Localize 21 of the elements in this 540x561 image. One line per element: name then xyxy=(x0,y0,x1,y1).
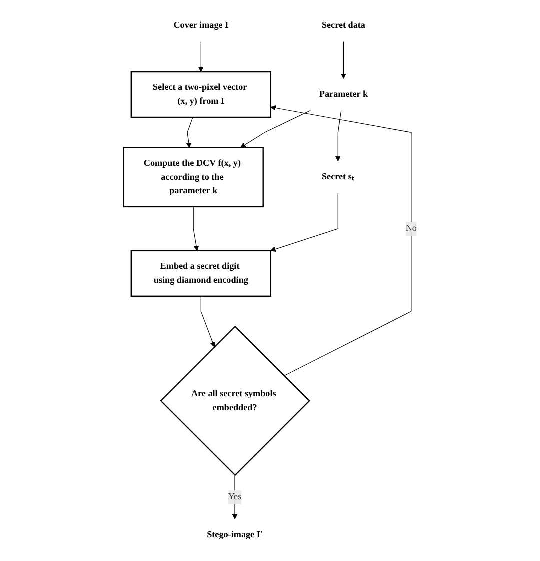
arrow xyxy=(240,110,310,148)
arrow xyxy=(198,41,204,72)
node-box: Embed a secret digit using diamond encoding xyxy=(130,250,272,298)
node-text: Secret sₜ xyxy=(322,172,354,182)
node-text: Cover image I xyxy=(173,20,228,30)
node-box: Compute the DCV f(x, y) according to the parameter k xyxy=(122,147,264,208)
arrow xyxy=(270,106,412,376)
edge-label: Yes xyxy=(228,492,242,502)
node-text: Secret data xyxy=(322,20,366,30)
arrow xyxy=(192,206,199,252)
arrow xyxy=(335,110,342,162)
arrow xyxy=(340,41,346,80)
arrow xyxy=(186,117,193,148)
node-text: Stego-image I′ xyxy=(206,530,263,540)
edge-label: No xyxy=(405,224,417,234)
node-text: Parameter k xyxy=(319,90,368,100)
node-diamond: Are all secret symbols embedded? xyxy=(160,326,310,476)
arrow xyxy=(232,475,238,520)
node-box: Select a two-pixel vector (x, y) from I xyxy=(130,71,272,118)
arrow xyxy=(200,296,215,348)
arrow xyxy=(270,193,338,252)
